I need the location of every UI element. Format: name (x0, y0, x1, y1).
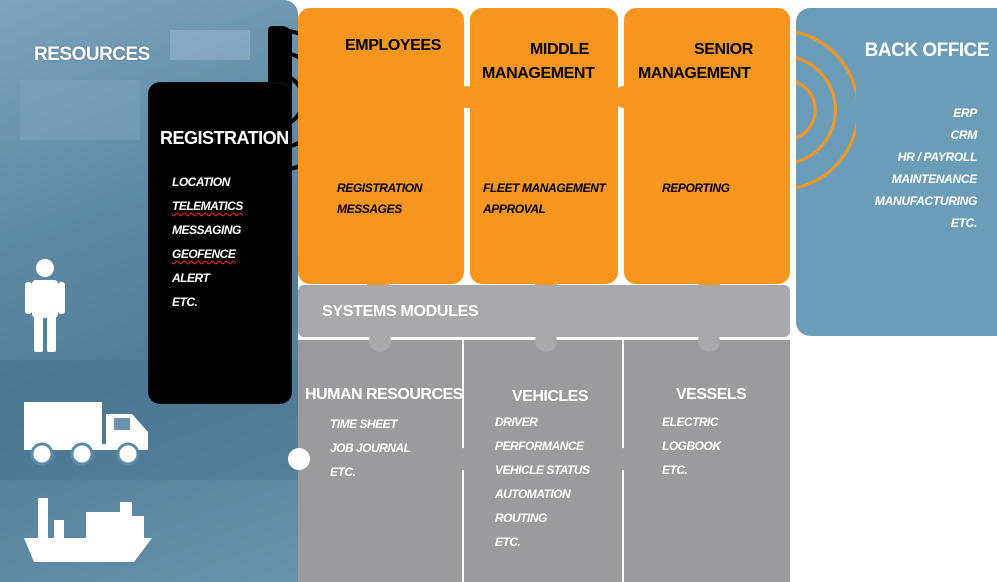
vessels-module (624, 340, 790, 582)
vehicles-item: DRIVER (495, 415, 538, 429)
registration-item: MESSAGING (172, 223, 241, 237)
senior-management-items: REPORTING (662, 178, 730, 199)
middle-management-items: FLEET MANAGEMENT APPROVAL (483, 178, 606, 220)
middle-management-title-line1: MIDDLE (530, 41, 589, 58)
puzzle-knob (453, 448, 475, 470)
employees-items: REGISTRATION MESSAGES (337, 178, 422, 220)
registration-item: TELEMATICS (172, 199, 243, 213)
puzzle-knob (535, 330, 557, 352)
vessels-item: ETC. (662, 463, 688, 477)
puzzle-socket (288, 448, 310, 470)
back-office-item: CRM (950, 128, 978, 142)
employees-card (298, 8, 464, 284)
registration-item: GEOFENCE (172, 247, 236, 261)
middle-management-title-line2: MANAGEMENT (482, 65, 595, 82)
vessels-item: LOGBOOK (662, 439, 721, 453)
back-office-item: ERP (953, 106, 977, 120)
employees-item: REGISTRATION (337, 181, 422, 195)
senior-management-item: REPORTING (662, 181, 730, 195)
human-resources-list: TIME SHEET JOB JOURNAL ETC. (330, 412, 411, 484)
vessels-title: VESSELS (676, 386, 747, 403)
resources-title: RESOURCES (34, 44, 150, 65)
human-resources-module (298, 340, 462, 582)
vehicles-module (464, 340, 622, 582)
vehicles-list: DRIVER PERFORMANCE VEHICLE STATUS AUTOMA… (495, 410, 590, 554)
registration-item: LOCATION (172, 175, 230, 189)
middle-management-card (470, 8, 618, 284)
back-office-item: MAINTENANCE (891, 172, 978, 186)
human-resources-item: TIME SHEET (330, 417, 398, 431)
registration-list: LOCATION TELEMATICS MESSAGING GEOFENCE A… (172, 170, 243, 314)
back-office-title: BACK OFFICE (864, 40, 990, 61)
signal-waves-icon (796, 30, 856, 190)
registration-item: ETC. (172, 295, 198, 309)
systems-modules-bar (298, 285, 790, 337)
truck-icon (24, 402, 148, 466)
back-office-item: ETC. (950, 216, 977, 230)
vehicles-item: PERFORMANCE (495, 439, 584, 453)
puzzle-knob (613, 86, 635, 108)
puzzle-knob (613, 448, 635, 470)
senior-management-title-line2: MANAGEMENT (638, 65, 751, 82)
vessels-item: ELECTRIC (662, 415, 718, 429)
back-office-item: MANUFACTURING (874, 194, 977, 208)
vehicles-item: AUTOMATION (495, 487, 571, 501)
middle-management-item: FLEET MANAGEMENT (483, 181, 606, 195)
middle-management-item: APPROVAL (483, 202, 546, 216)
back-office-item: HR / PAYROLL (897, 150, 978, 164)
senior-management-title-line1: SENIOR (694, 41, 753, 58)
vehicles-item: ETC. (495, 535, 521, 549)
employees-title: EMPLOYEES (345, 37, 441, 54)
senior-management-card (624, 8, 790, 284)
registration-item: ALERT (172, 271, 210, 285)
registration-title: REGISTRATION (160, 128, 289, 148)
human-resources-item: JOB JOURNAL (330, 441, 411, 455)
back-office-list: ERP CRM HR / PAYROLL MAINTENANCE MANUFAC… (875, 102, 977, 234)
human-resources-item: ETC. (330, 465, 356, 479)
systems-modules-label: SYSTEMS MODULES (322, 303, 479, 320)
vehicles-title: VEHICLES (512, 388, 589, 405)
puzzle-knob (456, 86, 478, 108)
ship-icon (24, 498, 152, 562)
vehicles-item: VEHICLE STATUS (495, 463, 590, 477)
vessels-list: ELECTRIC LOGBOOK ETC. (662, 410, 721, 482)
human-resources-title: HUMAN RESOURCES (305, 386, 463, 403)
puzzle-knob (698, 330, 720, 352)
vehicles-item: ROUTING (495, 511, 547, 525)
employees-item: MESSAGES (337, 202, 402, 216)
registration-device (150, 84, 290, 402)
person-icon (25, 259, 65, 352)
puzzle-knob (369, 330, 391, 352)
